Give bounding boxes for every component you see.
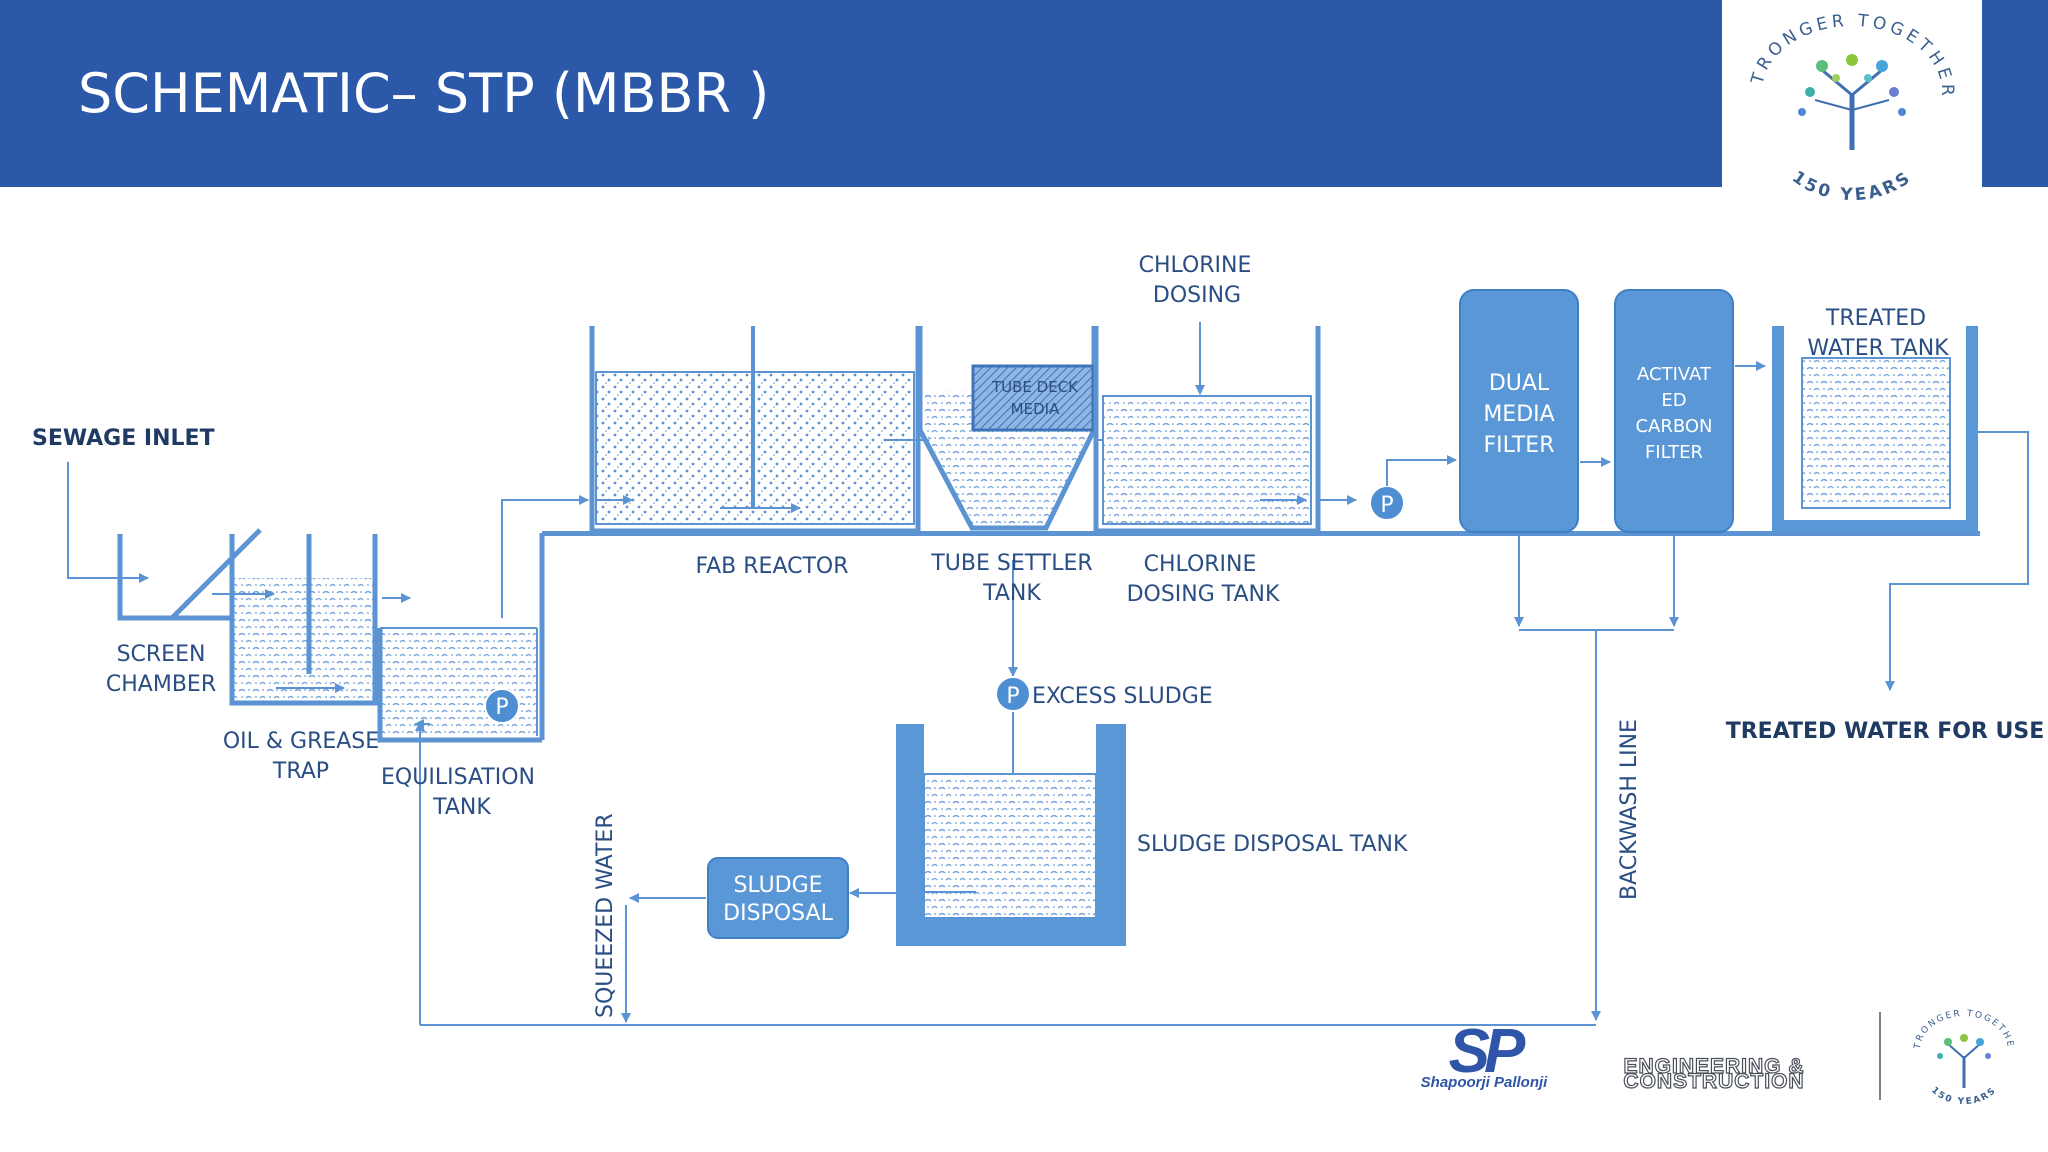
excess-sludge-label: EXCESS SLUDGE [1032,684,1213,709]
equalisation-tank-label-line2: TANK [432,795,491,820]
treated-water-tank-label-line2: WATER TANK [1807,336,1949,361]
chlorine-dosing-label-line2: DOSING [1153,283,1241,308]
backwash-line-label: BACKWASH LINE [1617,719,1642,900]
svg-text:150 YEARS: 150 YEARS [1788,167,1916,205]
dual-media-filter [1459,289,1579,533]
equalisation-tank-label-line1: EQUILISATION [381,765,535,790]
dual-media-filter-label-line3: FILTER [1484,433,1555,458]
dual-media-filter-label-line1: DUAL [1489,371,1550,396]
chlorine-dosing-tank-label-line2: DOSING TANK [1127,582,1280,607]
backwash-line [1514,536,1679,1021]
tube-settler-tank: TUBE DECK MEDIA [917,326,1127,531]
activated-carbon-filter-label-line1: ACTIVAT [1637,364,1712,385]
tube-deck-media-label-line1: TUBE DECK [991,378,1079,396]
division-label-line1: ENGINEERING & [1623,1055,1804,1078]
sludge-disposal-label-line1: SLUDGE [733,873,822,898]
filter-pump-label: P [1380,493,1393,518]
anniversary-logo: STRONGER TOGETHER 150 YEARS [0,0,1957,205]
chlorine-dosing-tank-label-line1: CHLORINE [1144,552,1257,577]
activated-carbon-filter-label-line4: FILTER [1645,442,1703,463]
division-label-line2: CONSTRUCTION [1623,1070,1804,1093]
sludge-disposal-tank [849,724,1126,946]
shapoorji-pallonji-logo: SP Shapoorji Pallonji [1421,1017,1549,1091]
sludge-disposal-unit [707,857,849,939]
excess-sludge-line: P [995,560,1031,801]
sewage-inlet-label: SEWAGE INLET [32,426,215,451]
svg-text:150 YEARS: 150 YEARS [1929,1085,1999,1107]
activated-carbon-filter [1614,289,1734,533]
logo-ring-bottom-text: 150 YEARS [1788,167,1913,205]
sludge-pump-icon [995,676,1031,712]
activated-carbon-filter-label-line2: ED [1661,390,1686,411]
logo-ring-top-text: STRONGER TOGETHER [0,0,1953,100]
squeezed-water-label: SQUEEZED WATER [593,813,618,1018]
footer-tree-icon [1937,1034,1991,1088]
chlorine-dosing-label-line1: CHLORINE [1139,253,1252,278]
tube-deck-media-label-line2: MEDIA [1011,400,1060,418]
equalisation-tank: P [377,495,589,743]
oil-grease-trap [212,534,411,706]
svg-text:STRONGER TOGETHER: STRONGER TOGETHER [0,0,1957,100]
page-title: SCHEMATIC– STP (MBBR ) [78,62,770,125]
sludge-disposal-label-line2: DISPOSAL [723,901,833,926]
header-bar [0,0,1722,187]
tube-deck-media [971,364,1095,432]
activated-carbon-filter-label-line3: CARBON [1635,416,1712,437]
treated-water-tank-label-line1: TREATED [1825,306,1926,331]
equalisation-pump-icon [484,688,520,724]
screen-chamber-label-line2: CHAMBER [106,672,216,697]
screen-chamber-label-line1: SCREEN [117,642,206,667]
sludge-disposal-tank-label: SLUDGE DISPOSAL TANK [1137,832,1408,857]
brand-name: Shapoorji Pallonji [1421,1074,1549,1091]
treated-water-tank [1772,326,2029,691]
header-bar-right [1982,0,2048,187]
dual-media-filter-label-line2: MEDIA [1483,402,1554,427]
equalisation-pump-label: P [495,695,508,720]
tube-settler-label-line2: TANK [982,581,1041,606]
oil-grease-trap-label-line2: TRAP [272,759,329,784]
filter-feed: P [1369,455,1457,521]
treated-water-for-use-label: TREATED WATER FOR USE [1726,719,2045,744]
oil-grease-trap-label-line1: OIL & GREASE [223,729,379,754]
brand-mark: SP [1449,1017,1526,1086]
return-line [415,721,1596,1026]
sludge-pump-label: P [1006,684,1019,709]
chlorine-dosing-tank [1093,322,1357,534]
footer-logo-ring-bottom-text: 150 YEARS [1929,1085,1997,1107]
tree-icon [1798,54,1906,150]
fab-reactor [589,326,949,534]
fab-reactor-label: FAB REACTOR [695,554,848,579]
tube-settler-label-line1: TUBE SETTLER [930,551,1092,576]
